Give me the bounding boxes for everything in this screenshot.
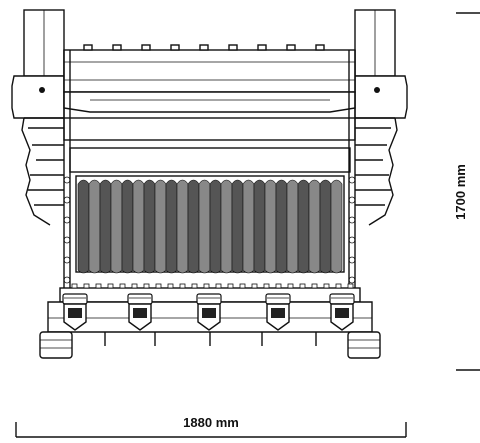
beam-bolt: [71, 283, 78, 289]
inner-panel: [69, 147, 351, 173]
beam-bolt: [299, 283, 306, 289]
lens-unit: [329, 293, 355, 331]
chain-right: [348, 176, 356, 284]
beam-bolt: [119, 283, 126, 289]
right-side-pod: [354, 75, 408, 119]
machine-outline: [11, 9, 408, 359]
beam-bolts: [71, 283, 354, 289]
left-foot: [39, 331, 73, 359]
fin: [330, 179, 343, 274]
left-side-pod: [11, 75, 65, 119]
beam-bolt: [83, 283, 90, 289]
beam-bolt: [323, 283, 330, 289]
fin: [297, 179, 310, 274]
fin: [308, 179, 321, 274]
base-legs: [104, 332, 317, 346]
fin: [165, 179, 178, 274]
fin: [264, 179, 277, 274]
fin: [121, 179, 134, 274]
beam-bolt: [239, 283, 246, 289]
beam-bolt: [287, 283, 294, 289]
height-label: 1700 mm: [453, 164, 468, 220]
right-foot: [347, 331, 381, 359]
fin: [176, 179, 189, 274]
fin: [319, 179, 332, 274]
beam-bolt: [95, 283, 102, 289]
beam-bolt: [107, 283, 114, 289]
fin: [132, 179, 145, 274]
lens-unit: [196, 293, 222, 331]
fin: [143, 179, 156, 274]
fin: [286, 179, 299, 274]
height-dimension: 1700 mm: [453, 12, 480, 371]
beam-bolt: [347, 283, 354, 289]
fin: [231, 179, 244, 274]
top-bolts: [83, 44, 325, 51]
beam-bolt: [311, 283, 318, 289]
lens-unit: [127, 293, 153, 331]
beam-bolt: [131, 283, 138, 289]
beam-bolt: [227, 283, 234, 289]
fin: [198, 179, 211, 274]
beam-bolt: [179, 283, 186, 289]
fin: [275, 179, 288, 274]
beam-bolt: [191, 283, 198, 289]
beam-bolt: [215, 283, 222, 289]
wedge-bar: [63, 91, 356, 113]
fin: [88, 179, 101, 274]
fin: [209, 179, 222, 274]
beam-bolt: [155, 283, 162, 289]
beam-bolt: [167, 283, 174, 289]
fin: [99, 179, 112, 274]
beam-bolt: [251, 283, 258, 289]
beam-bolt: [335, 283, 342, 289]
fin: [110, 179, 123, 274]
chain-left: [63, 176, 71, 284]
fin: [253, 179, 266, 274]
fin: [77, 179, 90, 274]
beam-bolt: [263, 283, 270, 289]
fin: [220, 179, 233, 274]
fin: [187, 179, 200, 274]
beam-bolt: [143, 283, 150, 289]
fin: [154, 179, 167, 274]
lens-unit: [265, 293, 291, 331]
beam-bolt: [275, 283, 282, 289]
fin-array: [77, 179, 343, 274]
fin: [242, 179, 255, 274]
width-dimension: 1880 mm: [15, 415, 407, 438]
beam-bolt: [203, 283, 210, 289]
lens-units: [62, 293, 355, 331]
top-frame: [63, 49, 356, 93]
width-label: 1880 mm: [183, 415, 239, 430]
lens-unit: [62, 293, 88, 331]
